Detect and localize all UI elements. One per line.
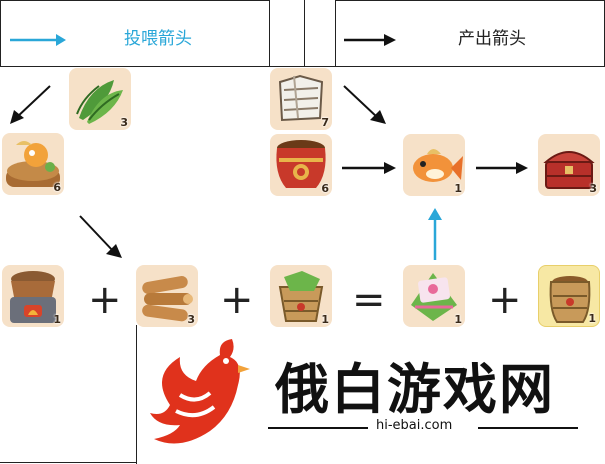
clay-pot-icon: 6 [270, 134, 332, 196]
zongzi-count: 1 [454, 313, 462, 326]
url-rule-left [268, 427, 368, 429]
output-arrow-legend [335, 0, 605, 67]
output-arrow-diag-2 [79, 215, 122, 258]
output-arrow-legend-icon [344, 34, 396, 46]
output-arrow-diag-1 [343, 85, 386, 124]
basket-out-count: 1 [588, 312, 596, 325]
nest-count: 6 [53, 181, 61, 194]
brand-name: 俄白游戏网 [275, 358, 555, 421]
plus-operator-3: + [488, 277, 522, 323]
cloth-count: 7 [321, 116, 329, 129]
output-arrow-pot-to-koi [342, 162, 396, 174]
grid-divider-bottom-h [0, 462, 137, 463]
zongzi-gift-icon: 1 [403, 265, 465, 327]
basket-in-count: 1 [321, 313, 329, 326]
chest-count: 3 [589, 182, 597, 195]
grid-divider-left [304, 0, 305, 67]
zongzi-basket-icon: 1 [270, 265, 332, 327]
grid-divider-top [270, 66, 335, 67]
plus-operator-1: + [88, 277, 122, 323]
white-cloth-icon: 7 [270, 68, 332, 130]
stove-icon: 1 [2, 265, 64, 327]
feed-arrow-up [428, 208, 442, 260]
output-arrow-koi-to-chest [476, 162, 528, 174]
treasure-chest-icon: 3 [538, 134, 600, 196]
empty-basket-icon: 1 [538, 265, 600, 327]
greens-count: 3 [120, 116, 128, 129]
leafy-greens-icon: 3 [69, 68, 131, 130]
pot-count: 6 [321, 182, 329, 195]
bird-nest-icon: 6 [2, 133, 64, 195]
feed-arrow-label: 投喂箭头 [124, 29, 192, 49]
output-arrow-label: 产出箭头 [458, 29, 526, 49]
plus-operator-2: + [220, 277, 254, 323]
grid-divider-bottom [136, 325, 137, 464]
stove-count: 1 [53, 313, 61, 326]
rooster-logo [150, 339, 250, 444]
koi-fish-icon: 1 [403, 134, 465, 196]
feed-arrow-legend-icon [10, 34, 66, 46]
firewood-icon: 3 [136, 265, 198, 327]
url-rule-right [478, 427, 578, 429]
logs-count: 3 [187, 313, 195, 326]
equals-operator: = [352, 277, 386, 323]
koi-count: 1 [454, 182, 462, 195]
feed-arrow-diag-1 [10, 85, 51, 124]
brand-url: hi-ebai.com [376, 418, 453, 433]
feed-arrow-legend [0, 0, 270, 67]
